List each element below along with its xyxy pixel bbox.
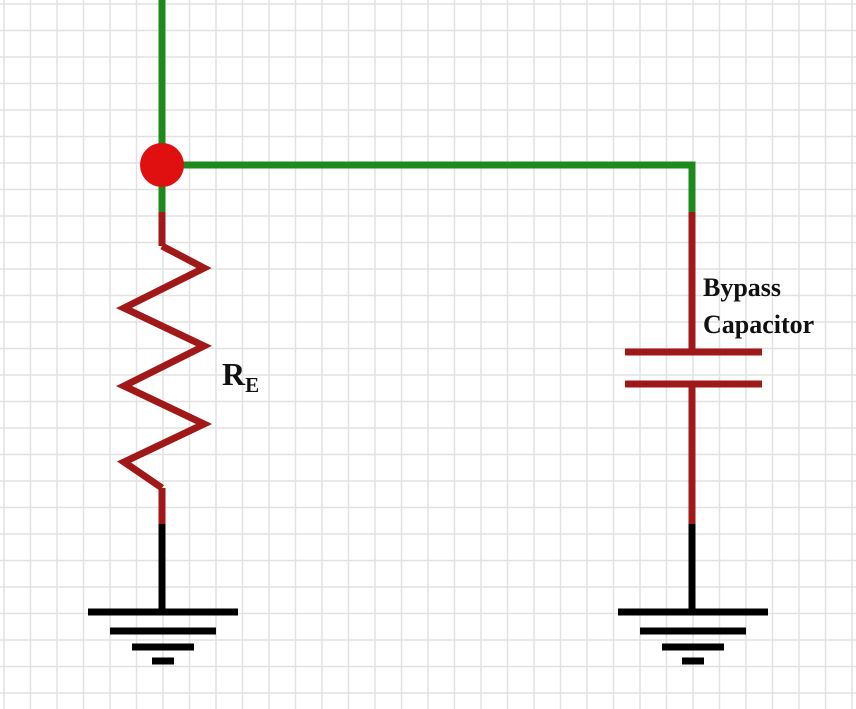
capacitor-label-line-2: Capacitor [703,310,814,339]
wires [158,0,696,214]
ground-symbol-right [618,608,768,665]
resistor-label-main: R [222,356,246,392]
wire-horizontal-to-capacitor [162,161,696,214]
ground-leads [158,524,696,612]
resistor-re [116,212,213,526]
resistor-label: RE [222,356,259,397]
bypass-capacitor [625,212,762,526]
capacitor-label-line-1: Bypass [703,273,781,302]
resistor-label-subscript: E [245,373,259,397]
ground-symbol-left [88,608,238,665]
resistor-zigzag [116,242,213,491]
junction-node [140,143,184,187]
